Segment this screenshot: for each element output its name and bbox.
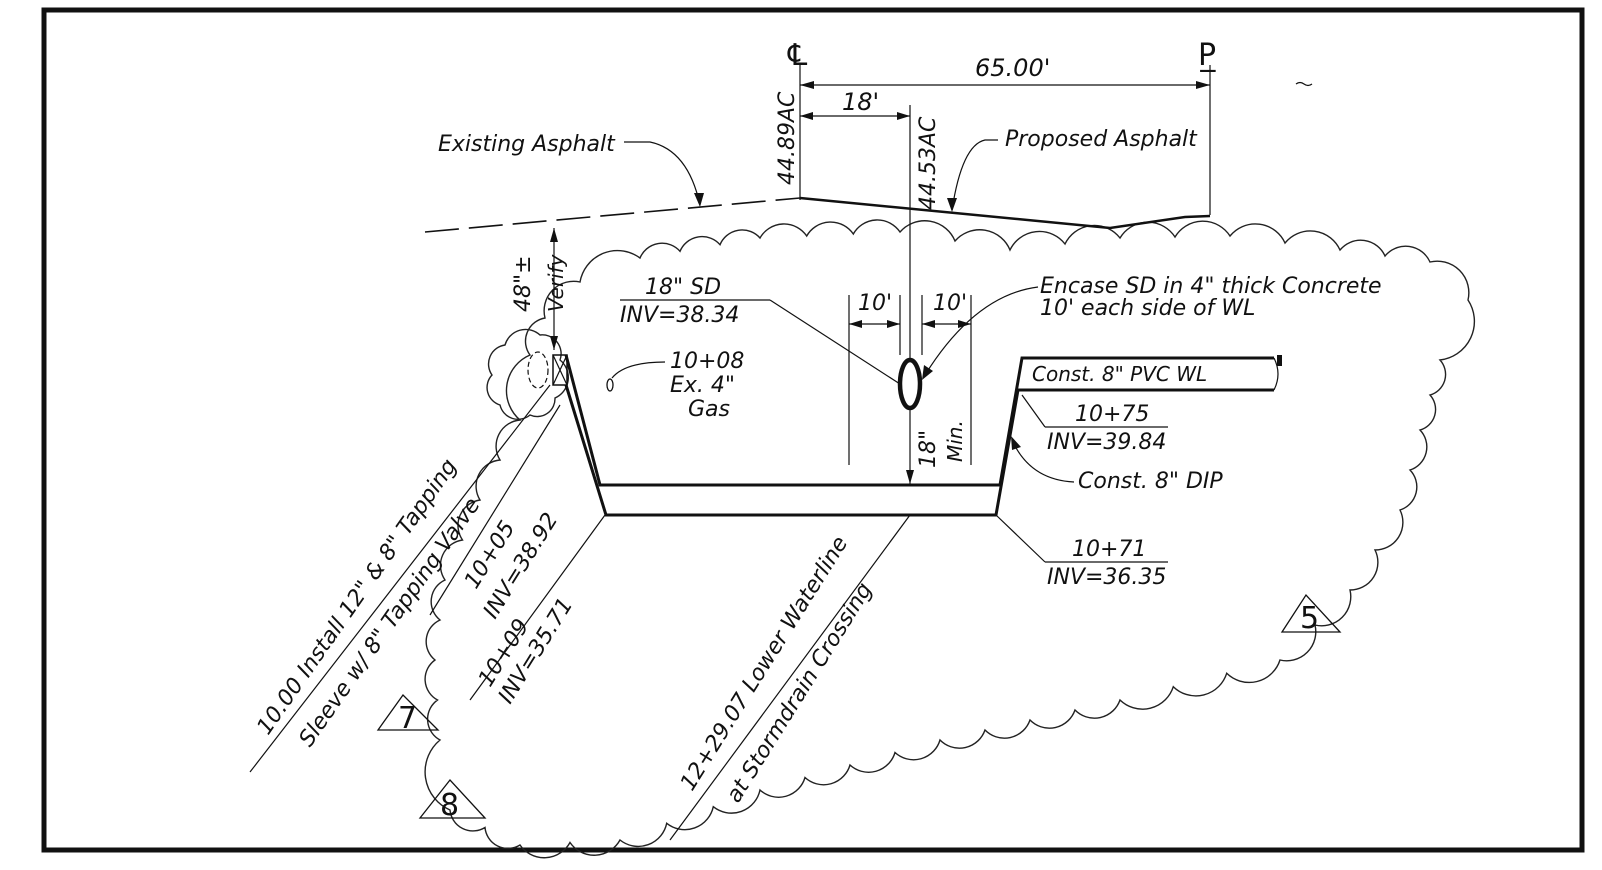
verify-label: Verify: [544, 253, 568, 312]
station-1009-leader: [469, 514, 606, 701]
lower-waterline-note-line: [669, 514, 911, 841]
encase-leader: [924, 286, 1039, 376]
clearance-value-label: 18": [916, 430, 941, 468]
tapping-sleeve: [527, 351, 549, 389]
station-1005-leader: [429, 404, 561, 616]
dimension-arrow: [550, 228, 558, 242]
dimension-arrow: [849, 320, 862, 328]
existing-asphalt-label: Existing Asphalt: [438, 132, 616, 157]
dimension-arrow: [897, 112, 910, 120]
station-1071-label: 10+71: [1072, 537, 1146, 562]
gas-label: Gas: [688, 397, 730, 422]
revision-number-7: 7: [398, 701, 417, 736]
cover-depth-label: 48"±: [511, 255, 536, 312]
invert-1071-label: INV=36.35: [1047, 565, 1166, 590]
dimension-arrow: [1196, 81, 1210, 89]
proposed-asphalt-leader: [951, 139, 998, 211]
tapping-valve-mark: [552, 354, 568, 386]
dimension-65-label: 65.00': [975, 54, 1050, 82]
station-1071-leader: [995, 514, 1046, 563]
dimension-arrow: [550, 336, 558, 350]
revision-delta-5: [1280, 593, 1342, 633]
stormdrain-leader: [769, 299, 901, 385]
revision-delta-8: [418, 778, 487, 819]
dimension-arrow: [922, 320, 935, 328]
centerline-symbol: ℄: [787, 38, 807, 73]
dimension-18-label: 18': [842, 88, 879, 116]
encase-note-line2: 10' each side of WL: [1040, 296, 1255, 321]
invert-1075-label: INV=39.84: [1047, 430, 1166, 455]
station-1075-label: 10+75: [1075, 402, 1149, 427]
leader-arrow: [694, 193, 704, 207]
existing-asphalt-leader: [624, 141, 701, 206]
install-note-line: [249, 384, 551, 773]
dip-label: Const. 8" DIP: [1078, 469, 1223, 494]
revision-number-5: 5: [1300, 601, 1319, 636]
encasement-dim-left-label: 10': [858, 291, 892, 316]
station-1075-leader: [1021, 394, 1046, 428]
dimension-arrow: [800, 81, 814, 89]
existing-gas-line: [606, 378, 614, 392]
elevation-left-label: 44.89AC: [775, 91, 800, 185]
dimension-arrow: [800, 112, 813, 120]
stormdrain-invert-label: INV=38.34: [620, 303, 739, 328]
gas-leader: [611, 361, 666, 379]
leader-arrow: [922, 365, 933, 380]
leader-arrow: [947, 198, 957, 212]
encase-note-line1: Encase SD in 4" thick Concrete: [1040, 274, 1382, 299]
pvc-waterline-label: Const. 8" PVC WL: [1032, 362, 1207, 386]
elevation-right-label: 44.53AC: [916, 116, 941, 210]
revision-cloud-tapping: [486, 328, 569, 420]
gas-size-label: Ex. 4": [670, 373, 735, 398]
revision-number-8: 8: [440, 788, 459, 823]
encasement-dim-right-label: 10': [933, 291, 967, 316]
install-note-line1: 10.00 Install 12" & 8" Tapping: [252, 455, 462, 740]
dimension-arrow: [906, 470, 914, 484]
stormdrain-size-label: 18" SD: [645, 275, 721, 300]
dimension-arrow: [887, 320, 900, 328]
clearance-min-label: Min.: [943, 420, 967, 462]
property-line-symbol: P̲: [1198, 38, 1216, 73]
tapping-valve: [552, 354, 568, 386]
revision-delta-7: [376, 693, 440, 731]
sheet-border: [41, 7, 1585, 853]
stormdrain-pipe: [897, 357, 923, 411]
revision-cloud-main: [424, 219, 1476, 859]
waterline-cap-mark: [1277, 355, 1282, 366]
proposed-asphalt-line: [799, 196, 1211, 230]
gas-station-label: 10+08: [670, 349, 744, 374]
proposed-asphalt-label: Proposed Asphalt: [1005, 127, 1198, 152]
waterline-end-cap: [1273, 357, 1279, 391]
leader-arrow: [1011, 436, 1021, 450]
dimension-arrow: [958, 320, 971, 328]
existing-asphalt-line: [424, 197, 801, 233]
drawing-speck: [1295, 81, 1313, 87]
